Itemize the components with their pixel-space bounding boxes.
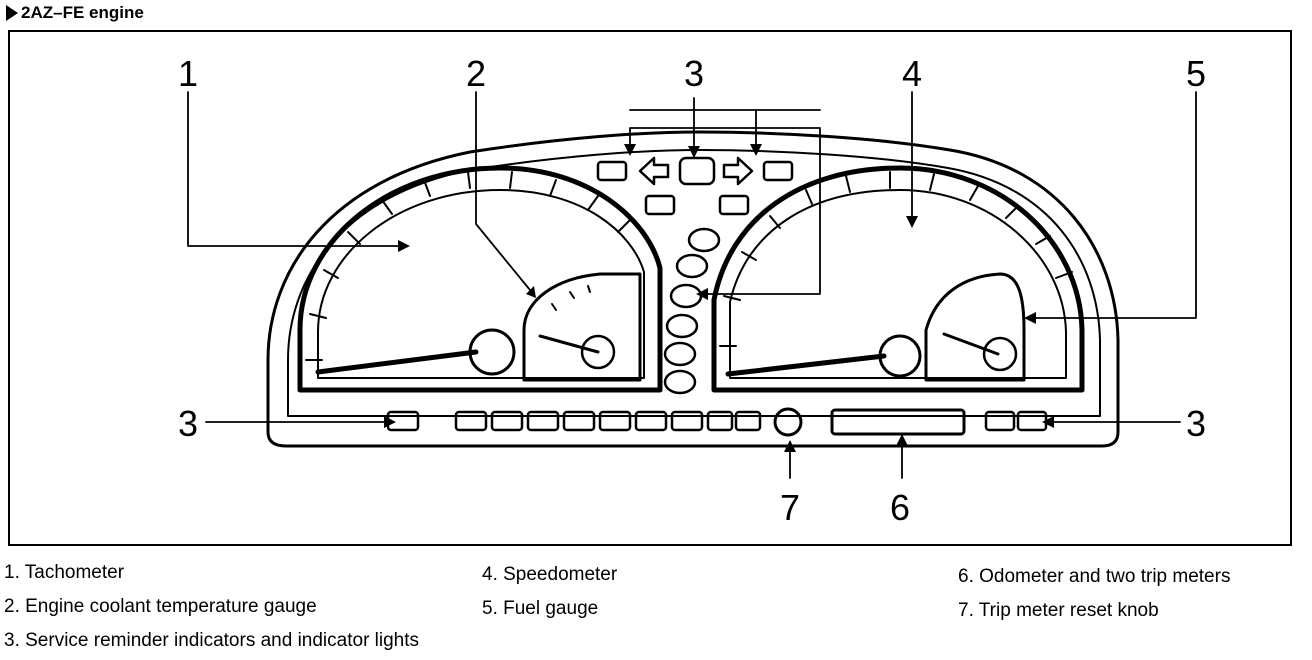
fuel-gauge-needle (942, 332, 1000, 356)
speedometer-face (729, 189, 1067, 379)
section-header: 2AZ–FE engine (6, 2, 144, 24)
leader-lines (187, 91, 1197, 479)
speedometer-hub (878, 334, 922, 378)
coolant-gauge-hub (580, 334, 616, 370)
center-indicator-column (663, 227, 721, 395)
tachometer-ticks (305, 171, 631, 361)
odometer-display (830, 408, 966, 436)
bottom-indicator-row (386, 410, 1048, 432)
diagram-frame (8, 30, 1292, 546)
top-indicator-row (596, 156, 794, 216)
callout-5: 5 (1186, 53, 1206, 94)
cluster-housing (266, 130, 1120, 448)
left-turn-arrow-icon (638, 156, 670, 186)
callout-6: 6 (890, 487, 910, 528)
legend-item-5: 5. Fuel gauge (482, 598, 599, 619)
speedometer-bezel (711, 165, 1085, 393)
callout-7: 7 (780, 487, 800, 528)
legend-item-7: 7. Trip meter reset knob (958, 600, 1159, 621)
right-turn-arrow-icon (722, 156, 754, 186)
trip-reset-knob (773, 407, 803, 437)
coolant-gauge-needle (538, 334, 600, 354)
callout-2: 2 (466, 53, 486, 94)
tachometer-hub (468, 328, 516, 376)
speedometer-needle (725, 353, 887, 377)
callout-3-right: 3 (1186, 403, 1206, 444)
tachometer-needle (315, 349, 479, 375)
tachometer-bezel (297, 165, 663, 393)
callout-3-left: 3 (178, 403, 198, 444)
leader-arrowheads (384, 144, 1054, 452)
callout-1: 1 (178, 53, 198, 94)
triangle-bullet-icon (6, 5, 18, 21)
callout-4: 4 (902, 53, 922, 94)
legend-item-1: 1. Tachometer (4, 562, 125, 583)
legend-item-3: 3. Service reminder indicators and indic… (4, 630, 420, 651)
legend-item-6: 6. Odometer and two trip meters (958, 566, 1231, 587)
section-title: 2AZ–FE engine (21, 3, 144, 22)
legend-item-4: 4. Speedometer (482, 564, 618, 585)
fuel-gauge-hub (982, 336, 1018, 372)
coolant-gauge-face (522, 272, 642, 382)
speedometer-ticks (719, 171, 1073, 347)
fuel-gauge-face (924, 272, 1026, 382)
callout-3-top: 3 (684, 53, 704, 94)
legend-item-2: 2. Engine coolant temperature gauge (4, 596, 317, 617)
